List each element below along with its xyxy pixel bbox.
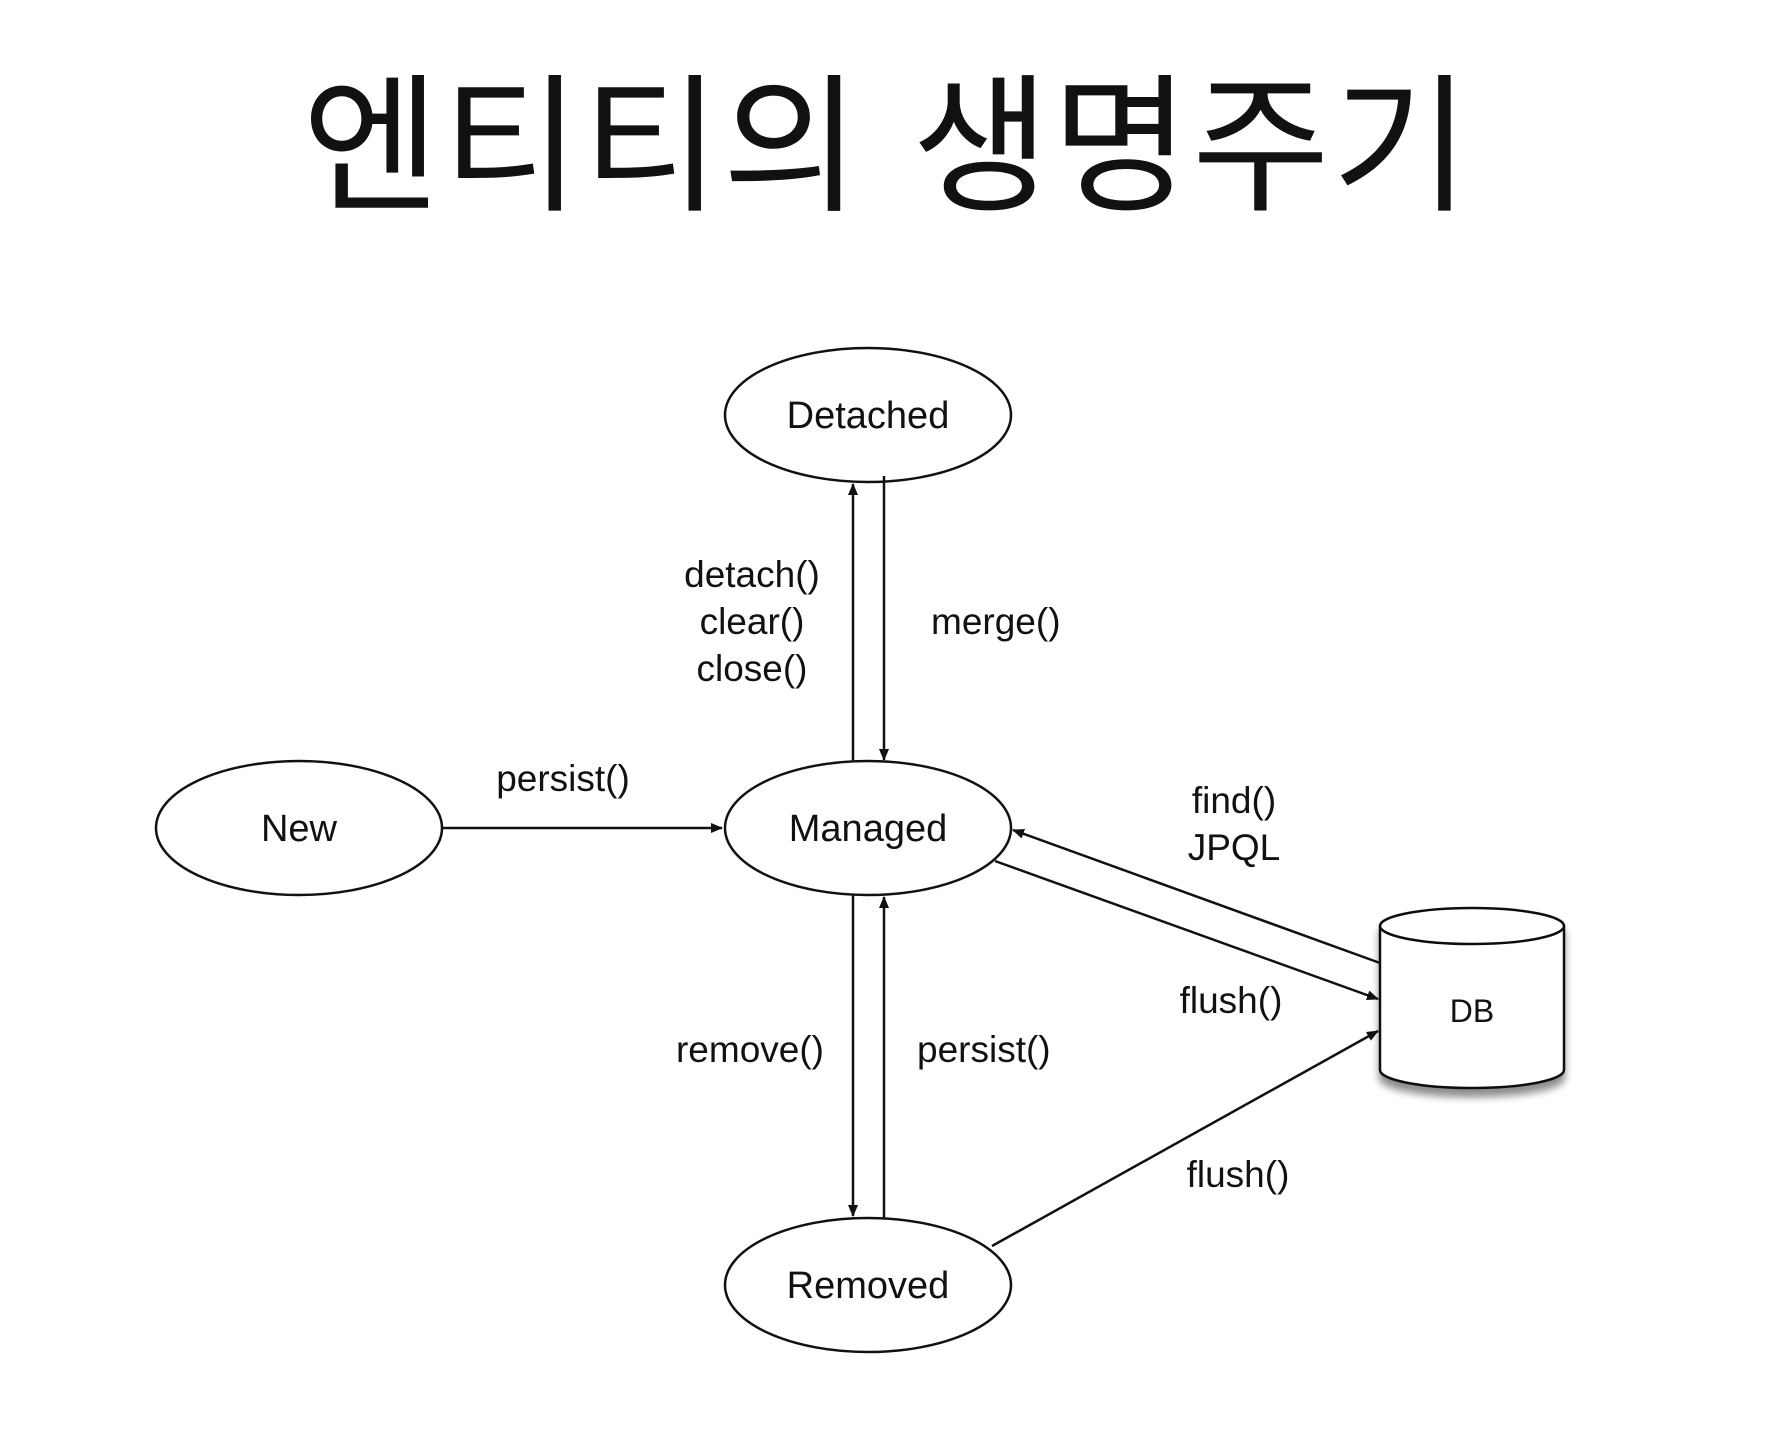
label-managed-to-detached-1: detach() xyxy=(684,554,820,595)
label-detached-to-managed: merge() xyxy=(931,601,1061,642)
label-managed-to-removed: remove() xyxy=(676,1029,824,1070)
db-label: DB xyxy=(1450,993,1494,1029)
label-removed-to-db: flush() xyxy=(1187,1154,1290,1195)
database-icon xyxy=(1378,906,1566,1090)
state-new: New xyxy=(154,759,444,897)
label-managed-to-detached-2: clear() xyxy=(700,601,805,642)
label-db-to-managed-1: find() xyxy=(1192,780,1276,821)
label-db-to-managed-2: JPQL xyxy=(1188,827,1281,868)
state-new-label: New xyxy=(261,808,338,850)
edge-removed-to-db xyxy=(991,1029,1379,1248)
label-removed-to-managed: persist() xyxy=(917,1029,1051,1070)
label-managed-to-detached-3: close() xyxy=(696,648,807,689)
state-managed: Managed xyxy=(723,759,1013,897)
state-detached-label: Detached xyxy=(787,395,950,437)
label-new-to-managed: persist() xyxy=(496,758,630,799)
page-title: 엔티티의 생명주기 xyxy=(302,61,1472,235)
edge-db-to-managed xyxy=(1012,828,1381,965)
state-removed-label: Removed xyxy=(787,1265,950,1307)
edge-managed-to-db xyxy=(994,859,1379,1001)
state-detached: Detached xyxy=(723,346,1013,484)
label-managed-to-db: flush() xyxy=(1180,980,1283,1021)
state-managed-label: Managed xyxy=(789,808,947,850)
state-removed: Removed xyxy=(723,1216,1013,1354)
